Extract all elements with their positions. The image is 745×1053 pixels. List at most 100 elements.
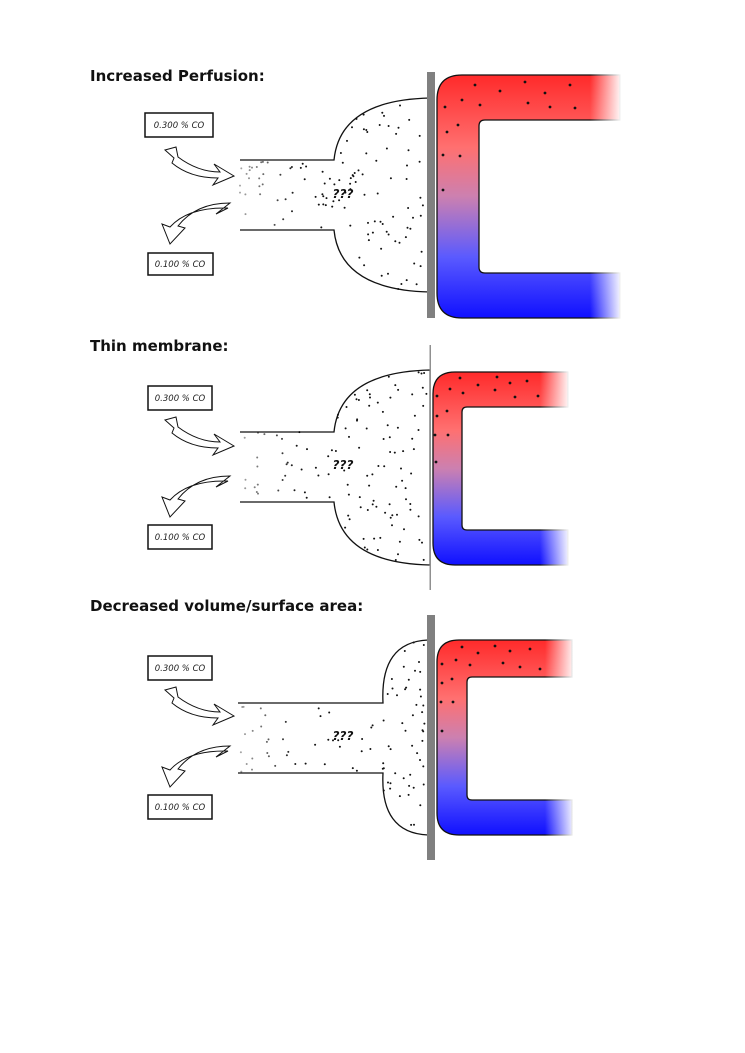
- gas-particle: [347, 514, 350, 517]
- co-particle: [458, 376, 462, 380]
- co-particle: [508, 649, 512, 653]
- co-particle: [461, 391, 465, 395]
- gas-particle: [266, 752, 269, 754]
- gas-particle: [346, 483, 349, 486]
- gas-particle: [328, 177, 331, 180]
- gas-particle: [367, 239, 370, 242]
- gas-particle: [419, 804, 422, 807]
- gas-particle: [354, 181, 357, 183]
- gas-particle: [358, 496, 361, 499]
- gas-particle: [419, 265, 422, 268]
- alveolus-unknown-label: ???: [333, 458, 354, 472]
- alveolus: ???: [240, 369, 431, 566]
- alveolus-unknown-label: ???: [333, 187, 354, 201]
- gas-particle: [399, 104, 401, 107]
- inflow-arrow-icon: [163, 416, 236, 457]
- gas-particle: [409, 508, 412, 511]
- gas-particle: [401, 722, 404, 725]
- gas-particle: [244, 193, 247, 196]
- co-particle: [460, 645, 464, 649]
- co-particle: [443, 105, 447, 109]
- co-particle: [441, 188, 445, 192]
- gas-particle: [421, 541, 423, 544]
- co-particle: [434, 460, 438, 464]
- gas-particle: [387, 125, 390, 127]
- gas-particle: [244, 478, 247, 481]
- gas-particle: [324, 204, 327, 207]
- gas-particle: [411, 437, 414, 440]
- capillary: [436, 70, 622, 322]
- gas-particle: [398, 241, 401, 244]
- gas-particle: [327, 473, 330, 476]
- gas-particle: [244, 487, 247, 490]
- gas-particle: [366, 389, 369, 392]
- co-particle: [573, 106, 577, 110]
- gas-particle: [253, 486, 256, 489]
- gas-particle: [330, 449, 333, 452]
- gas-particle: [277, 489, 280, 492]
- gas-particle: [392, 215, 395, 218]
- gas-particle: [373, 537, 376, 540]
- gas-particle: [300, 468, 303, 471]
- gas-particle: [346, 139, 348, 142]
- gas-particle: [411, 744, 414, 747]
- gas-particle: [338, 745, 341, 748]
- gas-particle: [416, 752, 419, 755]
- gas-particle: [245, 763, 248, 765]
- gas-particle: [411, 393, 414, 396]
- gas-particle: [415, 703, 418, 706]
- co-particle: [543, 91, 547, 95]
- gas-particle: [327, 738, 330, 741]
- gas-particle: [323, 763, 326, 766]
- gas-particle: [333, 183, 336, 186]
- gas-particle: [348, 435, 350, 438]
- gas-particle: [301, 162, 304, 165]
- gas-particle: [338, 199, 341, 202]
- gas-particle: [382, 789, 385, 792]
- gas-particle: [332, 200, 335, 203]
- gas-particle: [355, 398, 358, 401]
- gas-particle: [389, 516, 392, 519]
- gas-particle: [367, 233, 370, 236]
- gas-particle: [386, 424, 389, 427]
- gas-particle: [402, 665, 405, 668]
- gas-particle: [262, 173, 265, 176]
- gas-particle: [417, 371, 420, 374]
- gas-particle: [389, 396, 392, 399]
- gas-particle: [363, 264, 366, 267]
- gas-particle: [404, 688, 407, 691]
- co-particle: [451, 700, 455, 704]
- gas-particle: [304, 762, 307, 765]
- gas-particle: [382, 719, 385, 722]
- gas-particle: [344, 526, 347, 529]
- gas-particle: [359, 506, 362, 509]
- gas-particle: [285, 754, 288, 757]
- gas-particle: [337, 739, 340, 742]
- thick-membrane: [427, 72, 435, 318]
- gas-particle: [368, 404, 371, 407]
- gas-particle: [287, 750, 290, 753]
- gas-particle: [405, 498, 407, 501]
- gas-particle: [394, 559, 397, 561]
- gas-particle: [419, 688, 422, 691]
- gas-particle: [305, 496, 308, 499]
- gas-particle: [345, 406, 348, 408]
- gas-particle: [248, 169, 251, 172]
- gas-particle: [395, 132, 398, 135]
- gas-particle: [406, 226, 409, 229]
- alveolus: ???: [239, 97, 431, 293]
- gas-particle: [368, 393, 371, 396]
- gas-particle: [412, 448, 415, 451]
- outflow-label: 0.100 % CO: [155, 533, 206, 543]
- gas-particle: [321, 170, 324, 173]
- co-particle: [498, 89, 502, 93]
- gas-particle: [371, 231, 374, 234]
- gas-particle: [418, 160, 421, 163]
- gas-particle: [393, 451, 396, 454]
- gas-particle: [258, 177, 261, 180]
- thick-membrane: [427, 615, 435, 860]
- gas-particle: [274, 764, 277, 767]
- gas-particle: [369, 396, 371, 399]
- gas-particle: [419, 196, 422, 199]
- co-particle: [536, 394, 540, 398]
